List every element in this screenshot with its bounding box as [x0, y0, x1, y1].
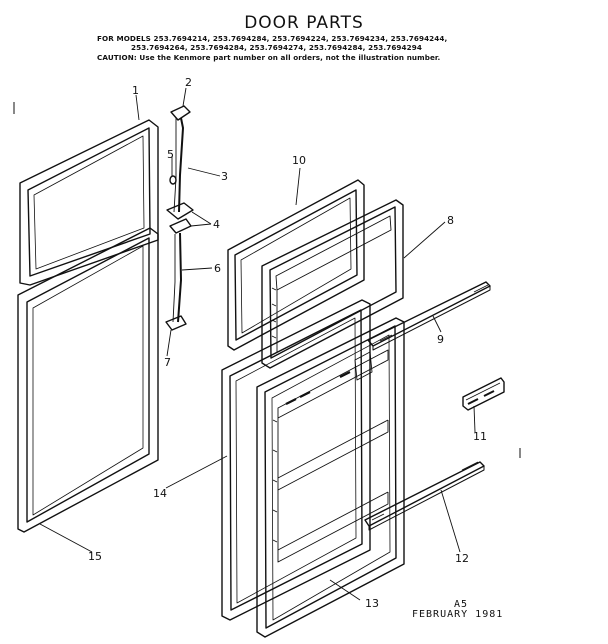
- callout-labels: 1 2 3 4 5 6 7 8 9 10 11 12 13 14 15: [88, 76, 487, 610]
- callout-11: 11: [473, 430, 487, 443]
- freezer-door-gasket: [227, 179, 365, 351]
- callout-14: 14: [153, 487, 167, 500]
- callout-7: 7: [164, 356, 171, 369]
- callout-13: 13: [365, 597, 379, 610]
- page-title: DOOR PARTS: [244, 13, 364, 33]
- caution-note: CAUTION: Use the Kenmore part number on …: [97, 53, 441, 62]
- fresh-food-door-liner: [256, 317, 405, 638]
- callout-10: 10: [292, 154, 306, 167]
- callout-12: 12: [455, 552, 469, 565]
- callout-9: 9: [437, 333, 444, 346]
- scan-marks: [13, 102, 521, 458]
- freezer-door-liner: [261, 199, 404, 369]
- lower-door-gasket: [17, 227, 159, 533]
- callout-6: 6: [214, 262, 221, 275]
- fresh-food-door-gasket: [221, 299, 371, 621]
- callout-15: 15: [88, 550, 102, 563]
- fresh-food-shelf-bar: [364, 461, 485, 531]
- models-line-2: 253.7694264, 253.7694284, 253.7694274, 2…: [131, 43, 422, 52]
- hinge-hardware: [165, 105, 194, 331]
- callout-8: 8: [447, 214, 454, 227]
- footer-code: A5: [454, 599, 469, 610]
- callout-2: 2: [185, 76, 192, 89]
- callout-4: 4: [213, 218, 220, 231]
- leader-lines: [39, 87, 476, 601]
- callout-3: 3: [221, 170, 228, 183]
- shelf-retainer-clip: [462, 377, 505, 411]
- models-line-1: FOR MODELS 253.7694214, 253.7694284, 253…: [97, 34, 448, 43]
- upper-door-gasket: [19, 119, 159, 286]
- freezer-shelf-bar: [367, 281, 491, 351]
- callout-5: 5: [167, 148, 174, 161]
- callout-1: 1: [132, 84, 139, 97]
- footer-date: FEBRUARY 1981: [412, 609, 504, 620]
